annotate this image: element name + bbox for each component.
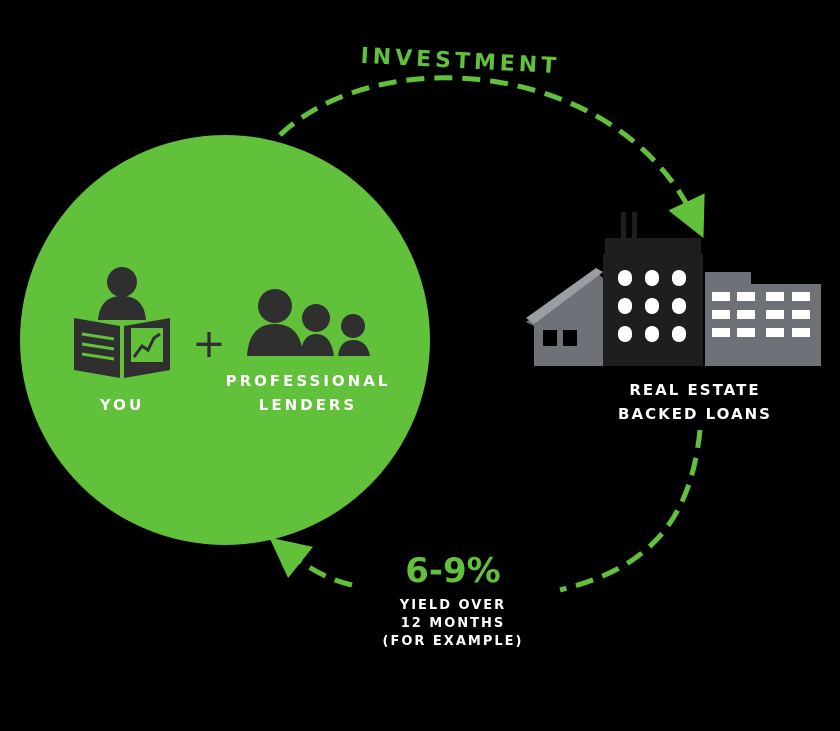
- plus-sign: +: [192, 321, 226, 367]
- you-label: YOU: [99, 396, 144, 414]
- real-estate-label-line-1: REAL ESTATE: [629, 381, 760, 399]
- lenders-label-line-1: PROFESSIONAL: [226, 372, 391, 390]
- yield-line-2: 12 MONTHS: [401, 616, 506, 631]
- investment-label: INVESTMENT: [360, 44, 561, 79]
- return-arrow-left: [269, 537, 353, 588]
- building-icon: [526, 212, 821, 366]
- yield-line-1: YIELD OVER: [399, 598, 506, 613]
- yield-line-3: (FOR EXAMPLE): [383, 634, 524, 649]
- person-reading-newspaper-icon: [74, 267, 170, 378]
- group-of-people-icon: [247, 289, 370, 356]
- yield-circle: [355, 502, 551, 698]
- lenders-label-line-2: LENDERS: [259, 396, 357, 414]
- real-estate-label-line-2: BACKED LOANS: [618, 405, 772, 423]
- yield-percent: 6-9%: [405, 551, 501, 591]
- investors-circle: [20, 135, 430, 545]
- investment-arrow: [278, 75, 705, 239]
- return-arrow-right: [559, 429, 703, 593]
